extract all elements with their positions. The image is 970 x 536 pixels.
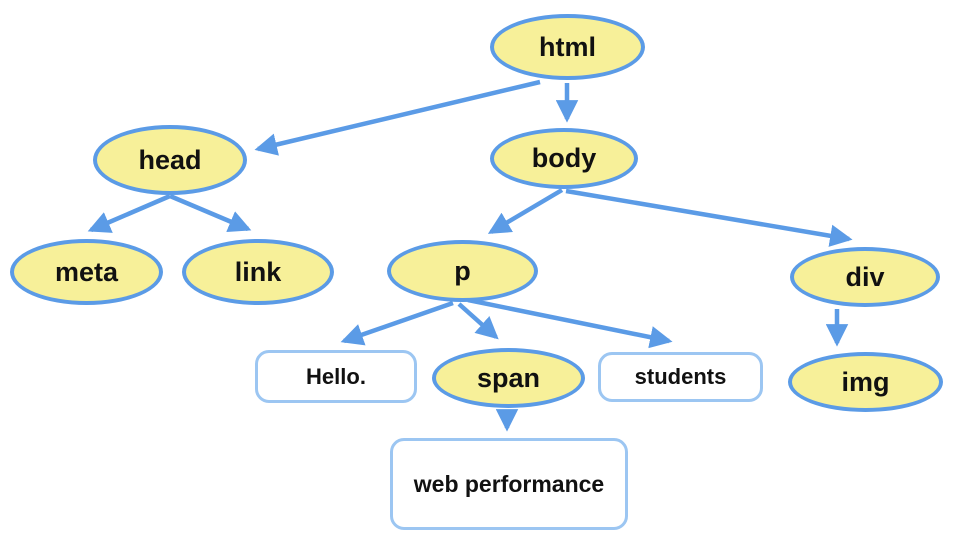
node-div-label: div	[845, 261, 885, 292]
node-p: p	[387, 240, 538, 302]
node-text-webperf-label: web performance	[413, 470, 605, 497]
node-text-students: students	[598, 352, 763, 402]
edge-head-link	[169, 193, 252, 232]
node-html-label: html	[539, 31, 596, 62]
edge-body-div	[565, 188, 853, 247]
edge-p-span	[457, 302, 499, 340]
node-body: body	[490, 128, 638, 189]
edge-p-students	[467, 297, 673, 349]
node-head-label: head	[138, 144, 202, 175]
node-img: img	[788, 352, 943, 412]
node-link: link	[182, 239, 334, 305]
node-body-label: body	[531, 143, 597, 173]
node-head: head	[93, 125, 247, 195]
node-text-hello-label: Hello.	[306, 363, 366, 389]
node-span-label: span	[476, 362, 541, 393]
edge-html-head	[254, 79, 541, 156]
node-text-webperf: web performance	[390, 438, 628, 530]
node-img-label: img	[841, 366, 890, 397]
edge-p-hello	[340, 300, 454, 346]
edge-head-meta	[87, 193, 171, 233]
node-link-label: link	[234, 256, 282, 287]
edge-body-p	[487, 188, 564, 234]
node-html: html	[490, 14, 645, 80]
node-meta-label: meta	[54, 256, 119, 287]
node-text-students-label: students	[634, 364, 727, 389]
node-text-hello: Hello.	[255, 350, 417, 403]
node-p-label: p	[454, 255, 471, 286]
node-span: span	[432, 348, 585, 408]
node-meta: meta	[10, 239, 163, 305]
node-div: div	[790, 247, 940, 307]
